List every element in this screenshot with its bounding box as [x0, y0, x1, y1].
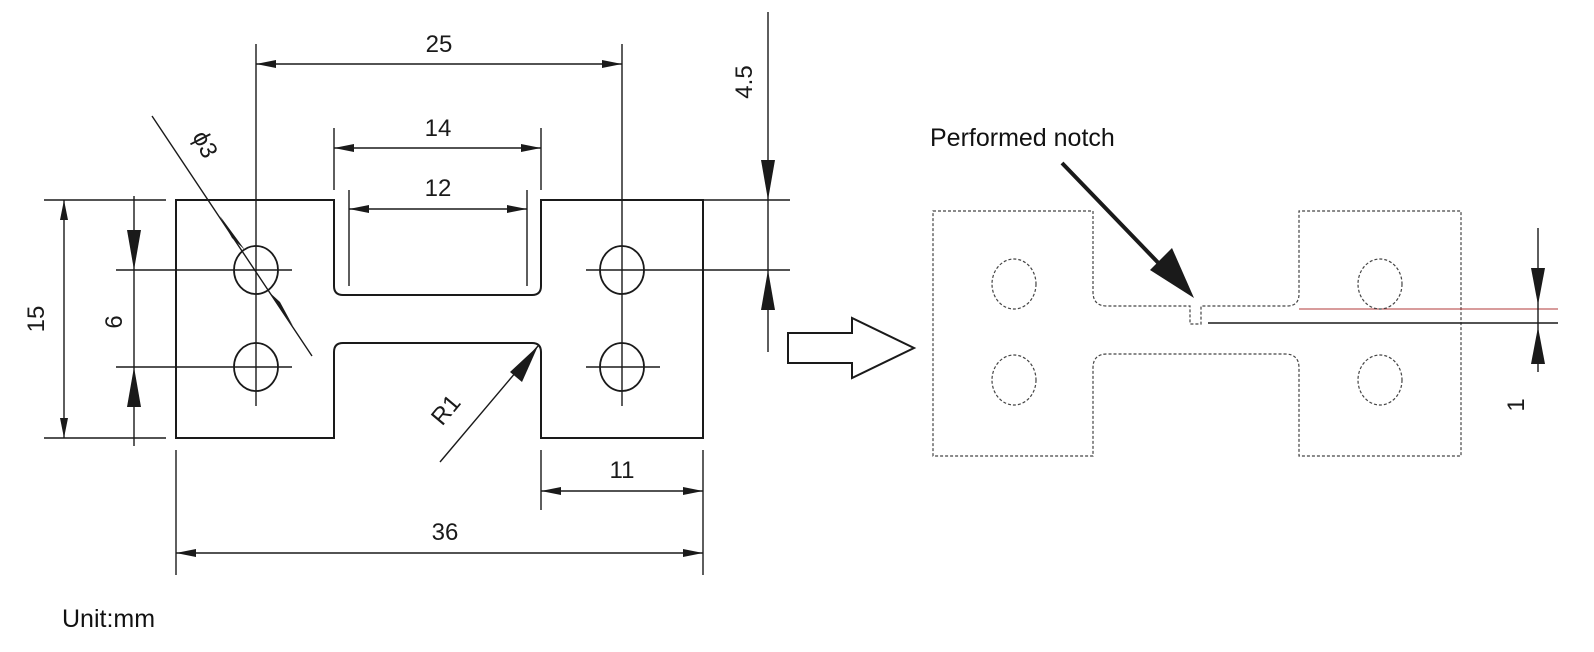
dimension-14: 14	[333, 115, 542, 190]
hole-bottom-right	[1357, 354, 1403, 406]
left-view: 25 14 12 4.5 15	[23, 12, 790, 575]
dimension-15: 15	[23, 199, 166, 439]
dimension-6: 6	[101, 196, 141, 446]
dim-4-5-label: 4.5	[731, 65, 758, 98]
dim-r1-label: R1	[426, 390, 466, 431]
hole-bottom-left	[991, 354, 1037, 406]
transition-arrow	[787, 316, 917, 380]
dim-15-label: 15	[23, 306, 50, 333]
dim-11-label: 11	[610, 457, 635, 484]
right-view: Performed notch 1	[930, 124, 1558, 457]
callout-arrow	[1060, 161, 1194, 298]
dim-25-label: 25	[426, 31, 453, 58]
dim-36-label: 36	[432, 519, 459, 546]
dimension-12: 12	[348, 175, 528, 213]
dim-6-label: 6	[101, 315, 128, 328]
callout-performed-notch: Performed notch	[930, 124, 1115, 152]
hole-top-left	[991, 258, 1037, 310]
dim-phi3-label: ϕ3	[187, 127, 223, 163]
dim-14-label: 14	[425, 115, 452, 142]
left-part-outline	[175, 199, 704, 439]
hole-top-right	[1357, 258, 1403, 310]
unit-label: Unit:mm	[62, 605, 155, 633]
right-part-outline	[932, 210, 1462, 457]
left-holes	[116, 44, 790, 406]
dimension-1: 1	[1503, 228, 1545, 412]
dim-1-label: 1	[1503, 398, 1530, 411]
dimension-r1: R1	[426, 345, 539, 463]
dimension-11: 11	[540, 450, 704, 575]
dimension-25: 25	[256, 31, 622, 68]
dim-12-label: 12	[425, 175, 452, 202]
dimension-4-5: 4.5	[703, 12, 790, 352]
dimension-36: 36	[175, 450, 703, 575]
